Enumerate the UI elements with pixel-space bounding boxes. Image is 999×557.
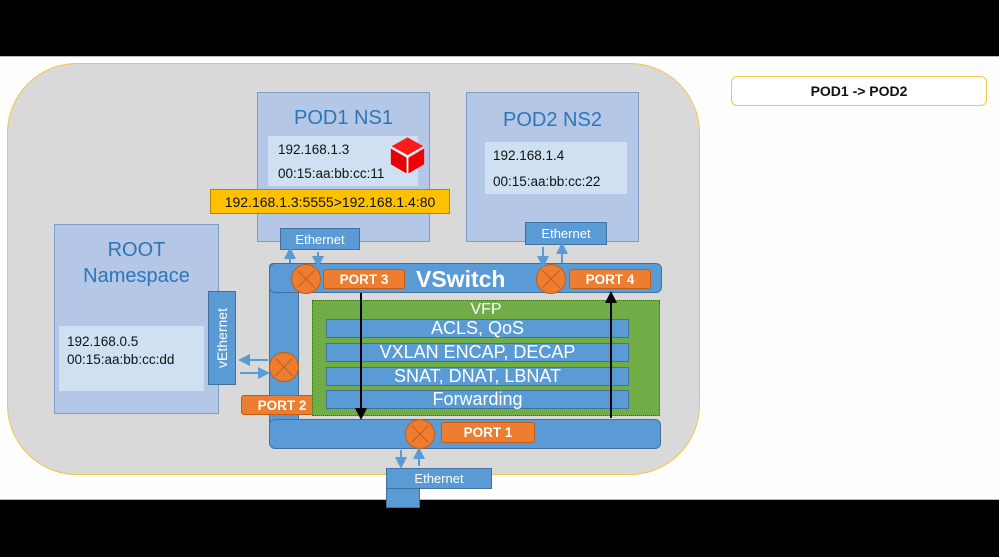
root-mac: 00:15:aa:bb:cc:dd bbox=[67, 352, 175, 367]
port2-label: PORT 2 bbox=[241, 395, 323, 415]
pod2-ethernet-interface[interactable]: Ethernet bbox=[525, 222, 607, 245]
uplink-ethernet-interface[interactable]: Ethernet bbox=[386, 468, 492, 489]
vfp-title: VFP bbox=[470, 301, 502, 318]
flow-title: POD1 -> POD2 bbox=[731, 76, 987, 106]
vethernet-label: vEthernet bbox=[214, 308, 230, 368]
port3-connector-icon[interactable] bbox=[291, 264, 321, 294]
root-title-line1: ROOT bbox=[107, 239, 166, 261]
pod1-ethernet-interface[interactable]: Ethernet bbox=[280, 228, 360, 250]
pod1-info: 192.168.1.3 00:15:aa:bb:cc:11 bbox=[268, 136, 418, 186]
package-cube-icon bbox=[389, 135, 426, 175]
uplink-stub bbox=[386, 488, 420, 508]
root-namespace[interactable]: ROOT Namespace 192.168.0.5 00:15:aa:bb:c… bbox=[54, 224, 219, 414]
root-vethernet-interface[interactable]: vEthernet bbox=[208, 291, 236, 385]
port4-label: PORT 4 bbox=[569, 269, 651, 289]
packet-flow-label: 192.168.1.3:5555>192.168.1.4:80 bbox=[210, 189, 450, 214]
pod2-info: 192.168.1.4 00:15:aa:bb:cc:22 bbox=[485, 142, 627, 194]
port1-label: PORT 1 bbox=[441, 422, 535, 443]
pod2-ip: 192.168.1.4 bbox=[493, 148, 565, 163]
root-info: 192.168.0.5 00:15:aa:bb:cc:dd bbox=[59, 326, 204, 391]
vfp-layer-acls[interactable]: ACLS, QoS bbox=[326, 318, 629, 338]
root-title-line2: Namespace bbox=[83, 265, 190, 287]
vfp-layer-vxlan[interactable]: VXLAN ENCAP, DECAP bbox=[326, 342, 629, 362]
port2-connector-icon[interactable] bbox=[269, 352, 299, 382]
root-ip: 192.168.0.5 bbox=[67, 334, 139, 349]
vfp-container: VFP ACLS, QoS VXLAN ENCAP, DECAP SNAT, D… bbox=[312, 300, 660, 416]
pod2-title: POD2 NS2 bbox=[503, 109, 602, 131]
pod1-ip: 192.168.1.3 bbox=[278, 142, 350, 157]
vfp-layer-nat[interactable]: SNAT, DNAT, LBNAT bbox=[326, 366, 629, 386]
port1-connector-icon[interactable] bbox=[405, 419, 435, 449]
pod2-mac: 00:15:aa:bb:cc:22 bbox=[493, 174, 601, 189]
pod1-mac: 00:15:aa:bb:cc:11 bbox=[278, 166, 385, 181]
pod1-namespace[interactable]: POD1 NS1 192.168.1.3 00:15:aa:bb:cc:11 bbox=[257, 92, 430, 242]
port3-label: PORT 3 bbox=[323, 269, 405, 289]
port4-connector-icon[interactable] bbox=[536, 264, 566, 294]
vfp-layer-forwarding[interactable]: Forwarding bbox=[326, 389, 629, 409]
pod1-title: POD1 NS1 bbox=[294, 107, 393, 129]
pod2-namespace[interactable]: POD2 NS2 192.168.1.4 00:15:aa:bb:cc:22 bbox=[466, 92, 639, 242]
vswitch-title: VSwitch bbox=[416, 266, 506, 292]
